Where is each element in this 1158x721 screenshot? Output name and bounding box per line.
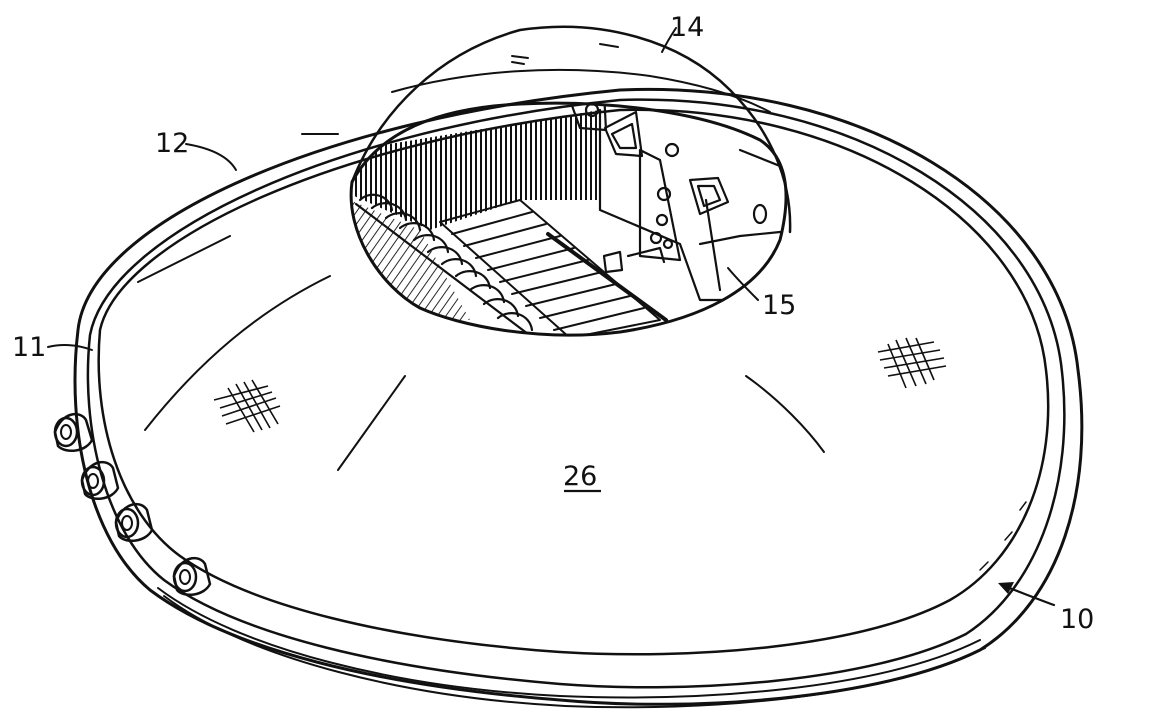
port-2 [80,460,120,501]
control-panels [568,103,786,302]
cabin-cutaway [349,101,788,337]
leader-15 [727,267,759,301]
leader-12 [185,143,237,171]
ref-label-14: 14 [670,12,704,43]
crosshatch-right [877,337,947,389]
ref-label-15: 15 [762,290,796,321]
arrow-10 [998,582,1056,607]
ref-label-11: 11 [12,332,46,363]
ref-label-26: 26 [563,461,597,492]
port-3 [114,502,154,543]
port-4 [172,556,212,597]
ref-label-12: 12 [155,128,189,159]
side-ports [53,412,212,597]
floor-slats [439,199,668,336]
leader-14 [661,27,677,53]
port-1 [53,412,94,453]
leader-lines [47,27,759,351]
dome [350,25,792,234]
surface-shading [137,43,825,471]
ref-label-10: 10 [1060,604,1094,635]
crosshatch-left [213,379,281,433]
seat-rolls [354,193,534,336]
leader-11 [47,344,93,351]
